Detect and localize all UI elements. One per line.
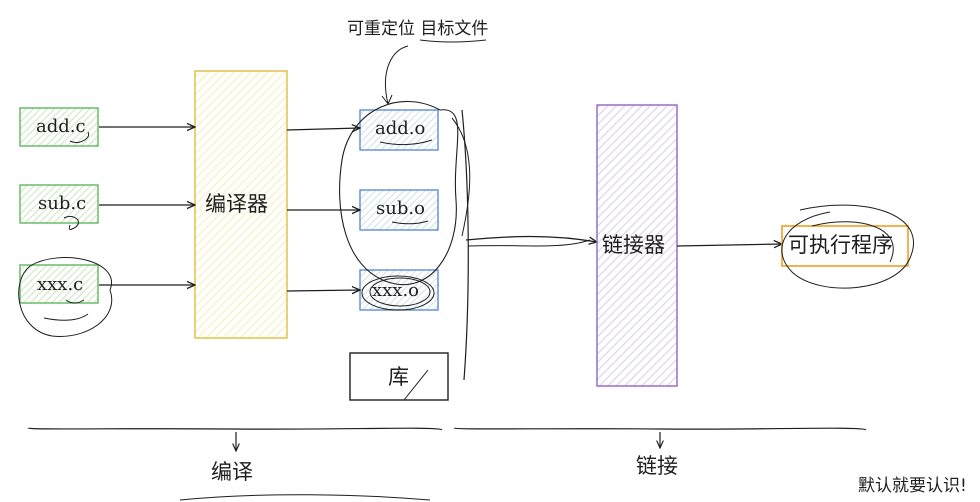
source-label-xxx-c: xxx.c (37, 274, 84, 295)
objects-loop-scribble (339, 101, 459, 286)
arrow-objects-to-linker (465, 235, 597, 243)
source-file-add-c (19, 107, 99, 147)
source-xxx-circle-scribble (18, 257, 113, 337)
object-xxx-circle-scribble (361, 275, 435, 311)
object-file-sub-o (359, 189, 439, 231)
library-label: 库 (388, 365, 409, 389)
source-label-add-c: add.c (36, 116, 86, 137)
executable-label: 可执行程序 (788, 233, 893, 257)
object-label-add-o: add.o (375, 118, 426, 139)
stage-compile-label: 编译 (211, 460, 253, 484)
arrow-compiler-to-add-o (286, 128, 360, 130)
executable-circle-scribble (781, 204, 914, 289)
object-file-xxx-o (359, 269, 439, 311)
object-file-add-o (359, 109, 439, 151)
link-brace (453, 427, 867, 431)
source-label-sub-c: sub.c (38, 193, 87, 214)
relocatable-object-annotation: 可重定位 目标文件 (347, 19, 489, 39)
compile-brace (27, 427, 443, 431)
arrow-linker-to-executable (676, 244, 782, 246)
library-box (349, 352, 449, 401)
annotation-curved-arrow (381, 45, 409, 105)
compiler-box (194, 70, 288, 339)
stage-link-label: 链接 (636, 454, 678, 478)
object-label-sub-o: sub.o (376, 198, 425, 219)
linker-label: 链接器 (602, 233, 665, 257)
compiler-label: 编译器 (205, 192, 268, 216)
linker-box (596, 104, 678, 387)
source-file-xxx-c (18, 257, 113, 337)
arrow-compiler-to-xxx-o (286, 290, 360, 291)
note-label: 默认就要认识! (858, 476, 967, 496)
object-label-xxx-o: xxx.o (372, 280, 420, 301)
source-file-sub-c (19, 184, 99, 230)
executable-box (781, 204, 914, 289)
objects-bracket-line (461, 109, 469, 381)
